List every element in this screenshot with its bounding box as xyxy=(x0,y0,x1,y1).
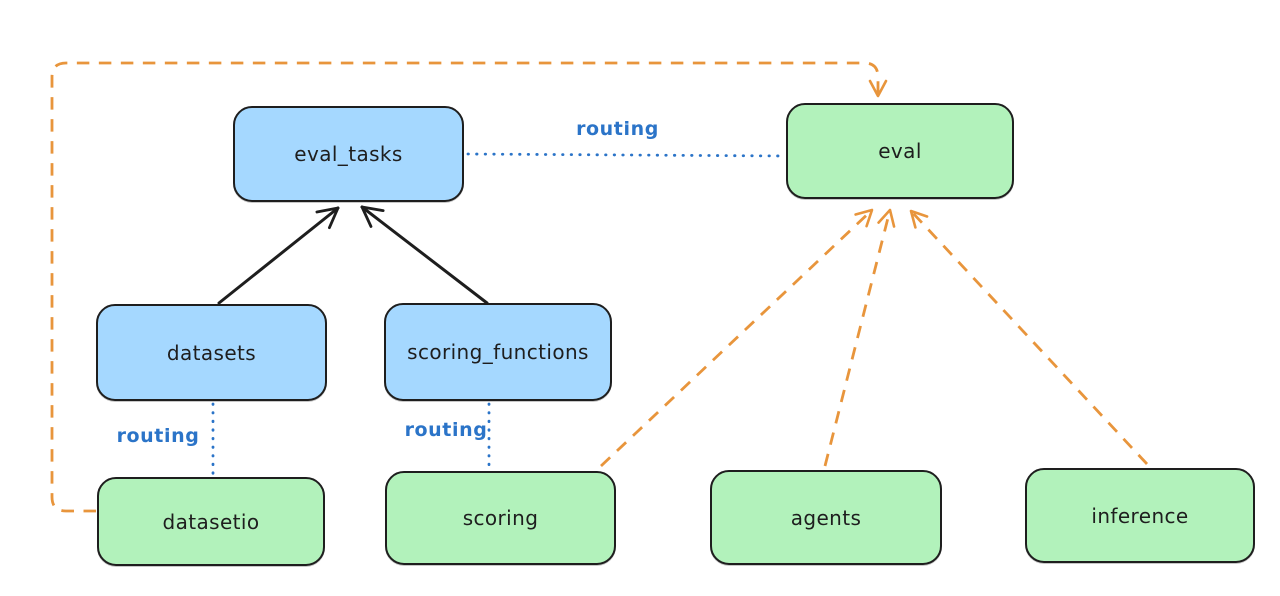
node-scoring-functions-label: scoring_functions xyxy=(407,340,589,364)
node-scoring-label: scoring xyxy=(462,506,539,530)
node-eval: eval xyxy=(786,103,1014,199)
node-agents: agents xyxy=(710,470,942,565)
node-datasets-label: datasets xyxy=(166,340,257,365)
node-eval-tasks: eval_tasks xyxy=(233,106,464,202)
node-eval-tasks-label: eval_tasks xyxy=(294,142,403,166)
node-inference: inference xyxy=(1025,468,1255,563)
node-scoring-functions: scoring_functions xyxy=(384,303,612,401)
edge-scoring-to-eval xyxy=(600,208,874,468)
edge-agents-to-eval xyxy=(823,208,896,467)
edge-eval-tasks-to-eval-routing xyxy=(466,152,786,158)
edge-datasetio-to-eval xyxy=(50,61,888,513)
node-datasetio: datasetio xyxy=(97,477,325,566)
edge-scoring-functions-to-eval-tasks xyxy=(360,205,489,305)
node-datasets: datasets xyxy=(96,304,327,401)
node-datasetio-label: datasetio xyxy=(162,509,260,534)
edge-label-routing-datasets-datasetio: routing xyxy=(116,425,200,447)
node-agents-label: agents xyxy=(790,505,862,530)
edge-label-routing-eval-tasks-eval: routing xyxy=(576,118,659,140)
node-eval-label: eval xyxy=(878,139,922,163)
edge-inference-to-eval xyxy=(909,209,1149,465)
edge-label-routing-scoring-functions-scoring: routing xyxy=(404,419,488,441)
node-inference-label: inference xyxy=(1091,503,1189,528)
edge-datasets-to-eval-tasks xyxy=(217,206,340,305)
node-scoring: scoring xyxy=(385,471,616,565)
